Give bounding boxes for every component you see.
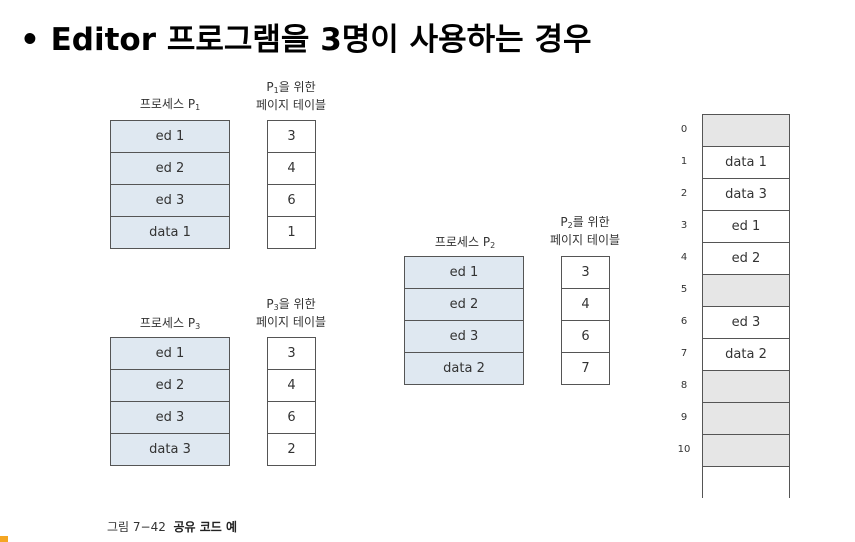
table-row: ed 2 [111,370,229,402]
memory-frame [703,115,789,147]
table-row: ed 2 [111,153,229,185]
table-row: 3 [562,257,609,289]
table-row: 7 [581,361,590,376]
table-row: ed 1 [111,338,229,370]
frame-index: 6 [680,316,688,327]
table-row: ed 3 [111,402,229,434]
memory-frame [703,435,789,467]
frame-index: 5 [680,284,688,295]
memory-frame: data 3 [703,179,789,211]
frame-index: 8 [680,380,688,391]
memory-frame [703,275,789,307]
table-row: data 2 [443,361,485,376]
page-table-p2-label: P2를 위한 페이지 테이블 [549,215,621,247]
table-row: ed 3 [111,185,229,217]
memory-frame-open-end [703,467,789,498]
physical-memory: data 1 data 3 ed 1 ed 2 ed 3 data 2 [702,114,790,498]
frame-index: 9 [680,412,688,423]
page-table-p3: 3 4 6 2 [267,337,316,466]
page-table-p1: 3 4 6 1 [267,120,316,249]
process-p1-label: 프로세스 P1 [139,97,201,112]
title-text: Editor 프로그램을 3명이 사용하는 경우 [50,22,592,58]
process-p3-label: 프로세스 P3 [139,316,201,331]
page-table-p2: 3 4 6 7 [561,256,610,385]
process-p2-label: 프로세스 P2 [434,235,496,250]
page-table-p3-label: P3을 위한 페이지 테이블 [255,297,327,329]
table-row: data 3 [149,442,191,457]
table-row: 3 [268,338,315,370]
frame-index: 10 [677,444,691,455]
memory-frame: ed 3 [703,307,789,339]
table-row: 6 [562,321,609,353]
memory-frame [703,371,789,403]
table-row: 4 [562,289,609,321]
process-p2-table: ed 1 ed 2 ed 3 data 2 [404,256,524,385]
memory-frame [703,403,789,435]
memory-frame: data 1 [703,147,789,179]
table-row: 3 [268,121,315,153]
process-p3-table: ed 1 ed 2 ed 3 data 3 [110,337,230,466]
table-row: ed 1 [111,121,229,153]
table-row: 4 [268,153,315,185]
figure-caption: 그림 7−42 공유 코드 예 [107,520,238,534]
table-row: 1 [287,225,296,240]
table-row: 6 [268,402,315,434]
frame-index: 3 [680,220,688,231]
memory-frame: ed 1 [703,211,789,243]
memory-frame: ed 2 [703,243,789,275]
table-row: 4 [268,370,315,402]
page-table-p1-label: P1을 위한 페이지 테이블 [255,80,327,112]
frame-index: 7 [680,348,688,359]
table-row: data 1 [149,225,191,240]
table-row: ed 2 [405,289,523,321]
frame-index: 0 [680,124,688,135]
frame-index: 2 [680,188,688,199]
frame-index: 1 [680,156,688,167]
table-row: ed 1 [405,257,523,289]
accent-corner-mark [0,536,8,542]
memory-frame: data 2 [703,339,789,371]
table-row: ed 3 [405,321,523,353]
slide-title: • Editor 프로그램을 3명이 사용하는 경우 [20,14,592,59]
title-bullet: • [20,22,40,58]
table-row: 6 [268,185,315,217]
table-row: 2 [287,442,296,457]
frame-index: 4 [680,252,688,263]
process-p1-table: ed 1 ed 2 ed 3 data 1 [110,120,230,249]
